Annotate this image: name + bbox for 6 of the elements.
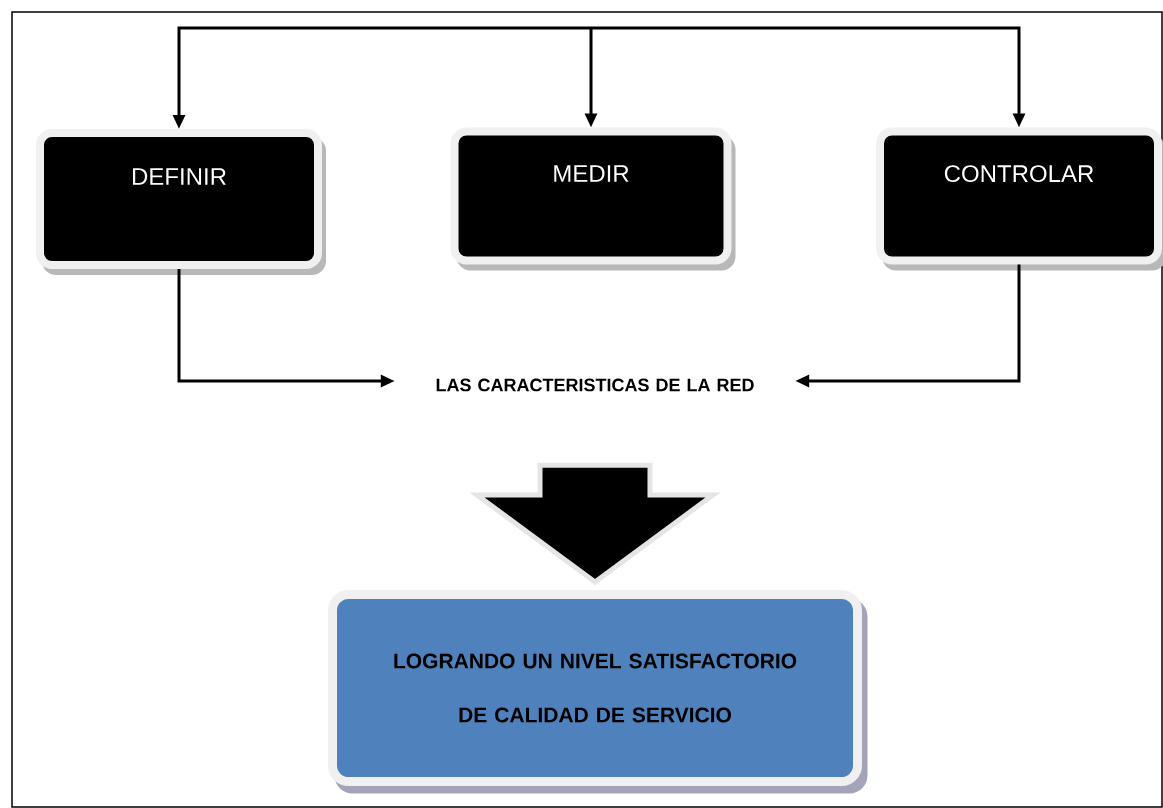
block-arrow: [469, 462, 721, 586]
process-box: MEDIR: [450, 127, 736, 271]
result-box: LOGRANDO UN NIVEL SATISFACTORIO DE CALIDAD DE SERVICIO: [328, 590, 868, 794]
process-box: CONTROLAR: [876, 127, 1163, 271]
process-box: DEFINIR: [36, 129, 326, 275]
statement-text: LAS CARACTERISTICAS DE LA RED: [436, 378, 754, 392]
